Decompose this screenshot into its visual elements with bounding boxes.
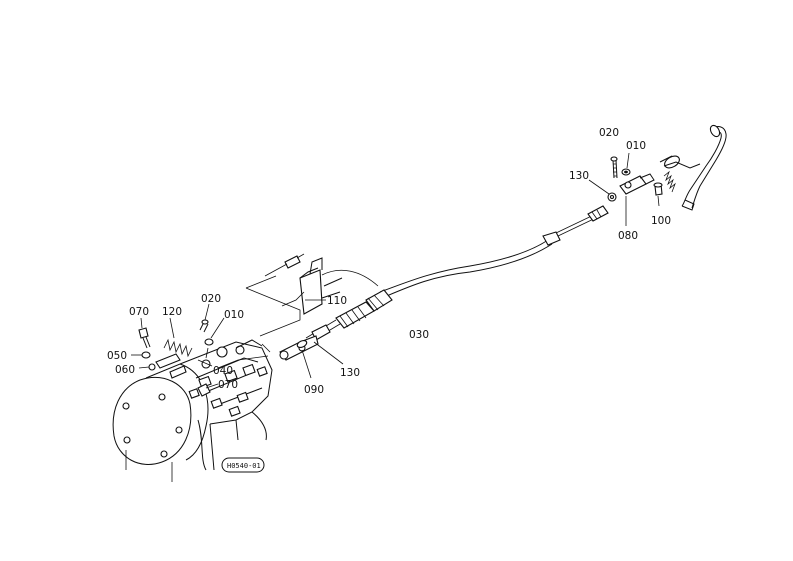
- label-100: 100: [651, 215, 671, 227]
- label-070-lower: 070: [218, 379, 238, 391]
- label-010-upper: 010: [626, 140, 646, 152]
- label-010-left: 010: [224, 309, 244, 321]
- release-lever: [261, 335, 344, 379]
- label-130-upper: 130: [569, 170, 589, 182]
- label-120: 120: [162, 306, 182, 318]
- label-130-lower: 130: [340, 367, 360, 379]
- label-070-left: 070: [129, 306, 149, 318]
- label-080-upper: 080: [618, 230, 638, 242]
- label-110: 110: [327, 295, 347, 307]
- figure-code-frame: [221, 457, 265, 473]
- label-060: 060: [115, 364, 135, 376]
- bracket-110: [245, 253, 379, 337]
- pedal-lever: [588, 124, 727, 226]
- label-030: 030: [409, 329, 429, 341]
- label-050: 050: [107, 350, 127, 362]
- transmission-housing: [112, 339, 273, 482]
- left-hardware: [131, 303, 225, 397]
- figure-code: H0540-01: [227, 462, 261, 470]
- label-020-left: 020: [201, 293, 221, 305]
- label-090: 090: [304, 384, 324, 396]
- label-020-upper: 020: [599, 127, 619, 139]
- label-040: 040: [213, 365, 233, 377]
- cable-030: [305, 205, 609, 343]
